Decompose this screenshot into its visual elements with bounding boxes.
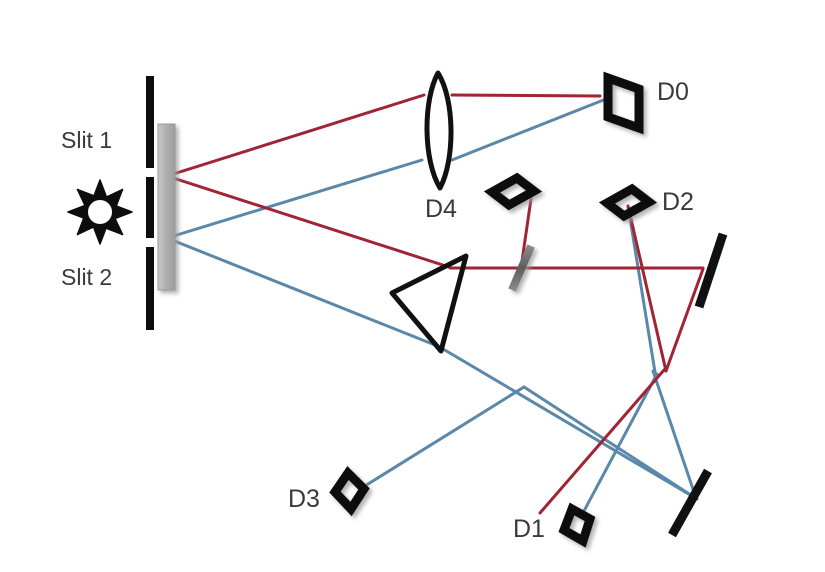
idler-photon-blue-path (165, 97, 699, 513)
blue-ray-bsc-to-d1 (582, 372, 659, 513)
detector-d2[interactable] (598, 183, 658, 222)
sun-ray (114, 204, 133, 220)
blue-ray-mirror-br-to-bsc (651, 369, 698, 500)
red-ray-bsc-to-mirror-right (664, 267, 705, 373)
red-ray-slit1-to-lens (165, 93, 426, 178)
blue-ray-prism-to-mirror-br (436, 344, 699, 501)
sun-ray (67, 204, 86, 220)
detector-d0[interactable] (603, 71, 644, 135)
sun-burst-source (67, 179, 133, 245)
red-ray-bsc-to-d1 (538, 368, 666, 515)
blue-ray-lens-to-d0 (450, 97, 608, 162)
red-ray-bsc-to-d2 (626, 204, 668, 373)
mirror-bottom-right (668, 468, 712, 538)
mirror-right-upper (694, 232, 728, 309)
red-ray-lens-to-d0 (450, 93, 602, 98)
barrier-segment-middle (146, 177, 154, 238)
detector-d3[interactable] (329, 465, 370, 517)
label-slit-2: Slit 2 (61, 264, 113, 290)
label-slit-1: Slit 1 (61, 127, 113, 153)
bbo-crystal-slab (157, 123, 176, 291)
blue-ray-bsb-to-d3 (358, 385, 526, 491)
blue-ray-slit2-to-lens (165, 158, 424, 240)
sun-ray (92, 226, 108, 245)
beamsplitters-group (508, 244, 698, 413)
detector-d1[interactable] (558, 502, 596, 548)
label-d2: D2 (662, 188, 694, 216)
barrier-segment-top (146, 76, 154, 168)
blue-ray-bsc-to-d2 (626, 204, 657, 374)
detector-d4[interactable] (483, 172, 543, 211)
red-ray-slit1-to-prism (165, 174, 454, 270)
detectors-group (329, 71, 658, 548)
blue-ray-bsb-to-mirror-br (522, 385, 699, 501)
label-d1: D1 (513, 515, 545, 543)
glan-thompson-prism (389, 253, 469, 354)
sun-ray (92, 179, 108, 198)
sun-core (83, 195, 117, 229)
beamsplitter-bsa-d4 (508, 244, 535, 292)
barrier-segment-bottom (146, 247, 154, 330)
blue-ray-slit2-to-prism (165, 236, 442, 349)
mirrors-group (668, 232, 728, 538)
double-slit-barrier (146, 76, 154, 330)
signal-photon-red-path (165, 93, 705, 515)
label-d4: D4 (425, 195, 457, 223)
label-d0: D0 (657, 78, 689, 106)
label-d3: D3 (288, 485, 320, 513)
converging-lens (424, 70, 454, 191)
